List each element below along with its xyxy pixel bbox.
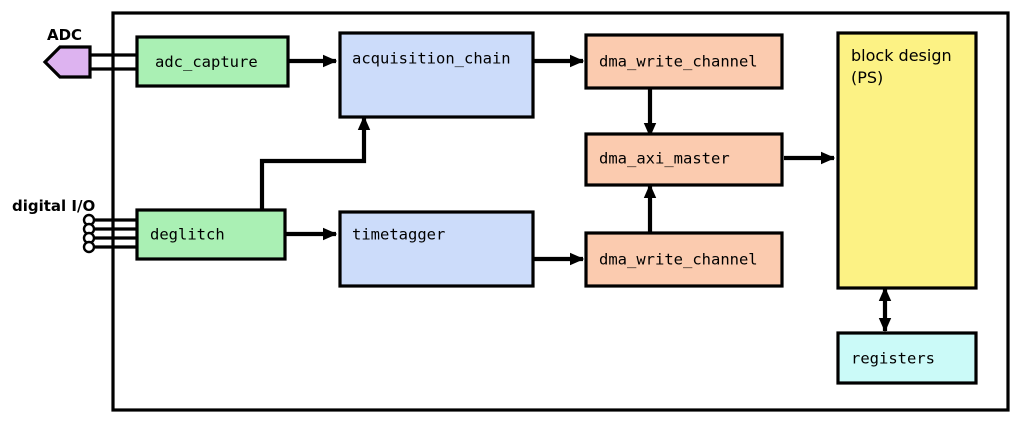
block-dma-write-channel-1[interactable]: dma_write_channel — [584, 33, 784, 90]
dio-pin-icon-4 — [82, 240, 96, 254]
port-digital-io: digital I/O — [12, 197, 140, 254]
block-adc-capture-label: adc_capture — [155, 53, 258, 71]
block-adc-capture[interactable]: adc_capture — [135, 35, 290, 88]
block-acquisition-chain[interactable]: acquisition_chain — [338, 31, 535, 119]
block-block-design-label-line2: (PS) — [851, 68, 883, 87]
block-dma-write-channel-2[interactable]: dma_write_channel — [584, 231, 784, 288]
adc-pentagon-icon — [42, 45, 92, 79]
block-acquisition-chain-label: acquisition_chain — [352, 50, 511, 68]
block-registers-label: registers — [851, 350, 935, 368]
block-block-design-label: block design — [851, 46, 952, 65]
block-registers[interactable]: registers — [836, 331, 978, 385]
block-dma-write-channel-2-label: dma_write_channel — [599, 251, 758, 269]
block-dma-axi-master[interactable]: dma_axi_master — [584, 132, 784, 187]
block-dma-write-channel-1-label: dma_write_channel — [599, 53, 758, 71]
block-deglitch-label: deglitch — [150, 226, 225, 244]
block-deglitch[interactable]: deglitch — [135, 208, 287, 261]
block-timetagger-label: timetagger — [352, 226, 445, 244]
wire-deglitch-to-acquisition-chain — [259, 115, 371, 212]
port-digital-io-label: digital I/O — [12, 197, 95, 215]
block-timetagger[interactable]: timetagger — [338, 210, 535, 288]
port-adc-label: ADC — [47, 26, 82, 44]
port-adc: ADC — [42, 26, 139, 79]
fpga-fabric-boundary — [111, 11, 1010, 412]
block-dma-axi-master-label: dma_axi_master — [599, 150, 730, 168]
block-block-design-ps[interactable]: block design (PS) — [836, 31, 978, 290]
